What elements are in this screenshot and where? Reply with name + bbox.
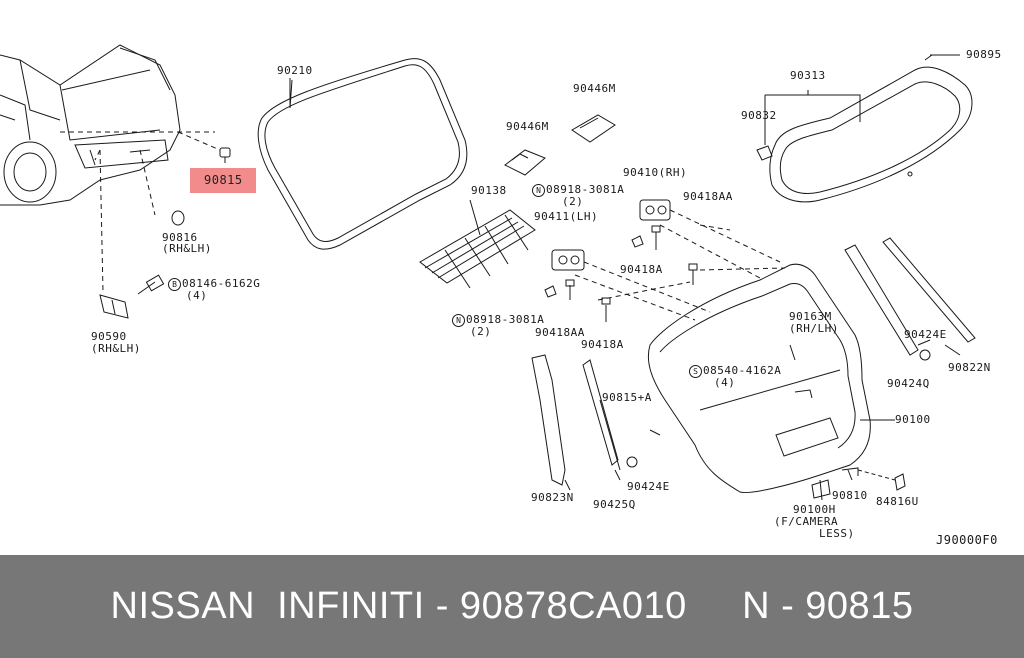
glass-seal-90210 bbox=[257, 58, 468, 250]
label-90816-side: (RH&LH) bbox=[162, 242, 212, 255]
small-parts-icons bbox=[811, 467, 906, 499]
symbol-b: B bbox=[168, 278, 181, 291]
label-90810: 90810 bbox=[832, 489, 868, 502]
label-90424q: 90424Q bbox=[887, 377, 930, 390]
highlighted-part-number: 90815 bbox=[204, 173, 243, 187]
label-90418aa-b: 90418AA bbox=[535, 326, 585, 339]
label-90425q: 90425Q bbox=[593, 498, 636, 511]
label-90418a-b: 90418A bbox=[581, 338, 624, 351]
label-08540-qty: (4) bbox=[714, 376, 736, 389]
hinge-90411-icon bbox=[551, 249, 585, 271]
label-90100h-note1: (F/CAMERA bbox=[774, 515, 839, 528]
label-90822n: 90822N bbox=[948, 361, 991, 374]
hinge-leaders bbox=[574, 209, 786, 321]
label-08918-top-qty: (2) bbox=[562, 195, 584, 208]
parts-diagram: 90815 90210 90446M 90446M 90313 90895 90… bbox=[0, 44, 1002, 547]
diagram-code: J90000F0 bbox=[936, 533, 998, 547]
label-90832: 90832 bbox=[741, 109, 777, 122]
stay-90425q bbox=[582, 359, 638, 471]
car-leaders bbox=[60, 131, 221, 293]
label-90590: 90590 bbox=[91, 330, 127, 343]
label-90313: 90313 bbox=[790, 69, 826, 82]
hinge-90590-icon bbox=[99, 274, 165, 319]
label-90418a-a: 90418A bbox=[620, 263, 663, 276]
label-90163m: 90163M bbox=[789, 310, 832, 323]
label-90424e-b: 90424E bbox=[627, 480, 670, 493]
car-rear-illustration bbox=[0, 44, 181, 206]
footer-bar: NISSAN INFINITI - 90878CA010 N - 90815 bbox=[0, 555, 1024, 658]
label-90446m-a: 90446M bbox=[506, 120, 549, 133]
leader-lines bbox=[289, 54, 961, 501]
symbol-n-top: N bbox=[532, 184, 545, 197]
symbol-n-bot: N bbox=[452, 314, 465, 327]
label-90138: 90138 bbox=[471, 184, 507, 197]
label-90163m-side: (RH/LH) bbox=[789, 322, 839, 335]
spacer-90832-icon bbox=[756, 145, 773, 161]
garnish-90823n bbox=[531, 354, 566, 486]
label-90424e-a: 90424E bbox=[904, 328, 947, 341]
label-08146-qty: (4) bbox=[186, 289, 208, 302]
diagram-drawing bbox=[0, 44, 976, 501]
label-90590-side: (RH&LH) bbox=[91, 342, 141, 355]
cover-90138 bbox=[419, 199, 536, 289]
bolt-icons bbox=[544, 225, 698, 322]
label-90410: 90410(RH) bbox=[623, 166, 688, 179]
label-90823n: 90823N bbox=[531, 491, 574, 504]
rear-glass-90313 bbox=[764, 54, 973, 203]
label-90895: 90895 bbox=[966, 48, 1002, 61]
clip-90816-icon bbox=[171, 210, 185, 226]
back-door-90100 bbox=[647, 263, 871, 494]
bracket-90446m-b-icon bbox=[571, 114, 616, 143]
highlighted-part-box: 90815 bbox=[190, 168, 256, 193]
hinge-90410-icon bbox=[639, 199, 671, 221]
label-08918-bot-qty: (2) bbox=[470, 325, 492, 338]
label-90816: 90816 bbox=[162, 231, 198, 244]
label-90100h-note2: LESS) bbox=[819, 527, 855, 540]
stay-90822n bbox=[844, 237, 976, 361]
label-90100h: 90100H bbox=[793, 503, 836, 516]
footer-part-info: NISSAN INFINITI - 90878CA010 N - 90815 bbox=[110, 585, 914, 627]
symbol-s: S bbox=[689, 365, 702, 378]
label-84816u: 84816U bbox=[876, 495, 919, 508]
bracket-90446m-a-icon bbox=[504, 149, 546, 176]
label-90418aa-a: 90418AA bbox=[683, 190, 733, 203]
label-90411: 90411(LH) bbox=[534, 210, 599, 223]
label-90815a: 90815+A bbox=[602, 391, 652, 404]
label-90446m-b: 90446M bbox=[573, 82, 616, 95]
label-90100: 90100 bbox=[895, 413, 931, 426]
label-90210: 90210 bbox=[277, 64, 313, 77]
clip-90815-icon bbox=[219, 147, 231, 163]
